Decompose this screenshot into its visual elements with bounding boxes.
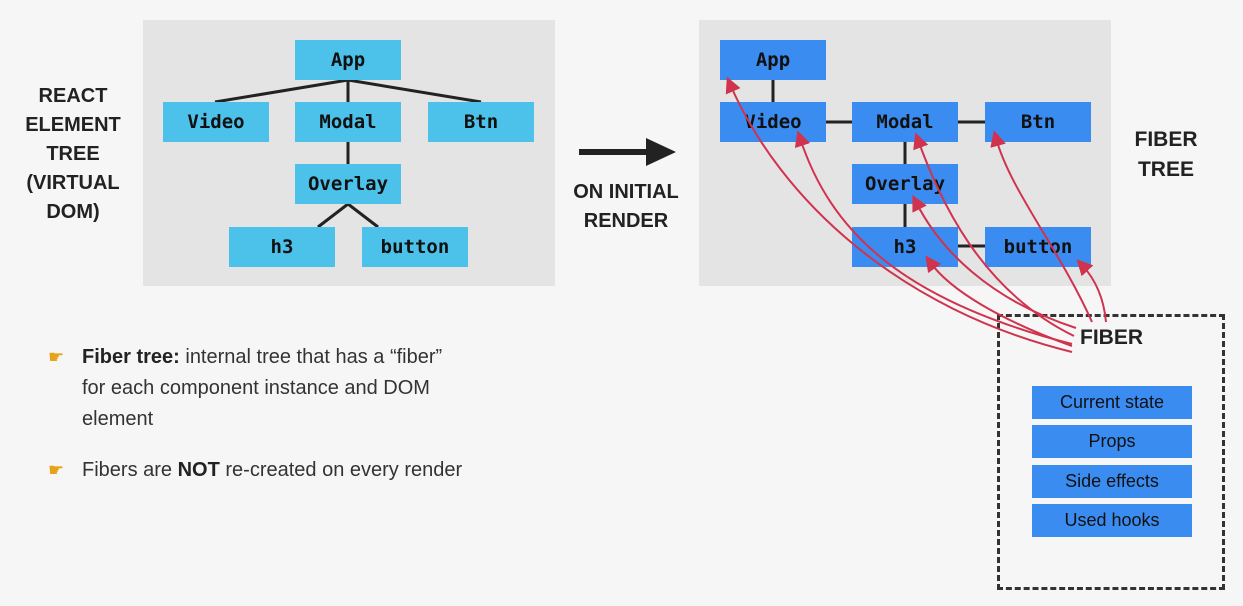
element-node-video: Video	[163, 102, 269, 142]
element-tree-label-line: REACT	[38, 85, 108, 107]
fiber-node-overlay: Overlay	[852, 164, 958, 204]
element-node-app: App	[295, 40, 401, 80]
fiber-prop-props: Props	[1032, 425, 1192, 458]
fiber-node-app: App	[720, 40, 826, 80]
connector-app-video	[214, 78, 349, 104]
connector-overlay-h3	[317, 202, 349, 229]
element-node-button: button	[362, 227, 468, 267]
connector-overlay-button	[347, 202, 379, 229]
initial-render-label-line: ON INITIAL	[573, 181, 679, 203]
fiber-node-modal: Modal	[852, 102, 958, 142]
bullet-text: Fibers are NOT re-created on every rende…	[82, 459, 463, 481]
element-tree-label: REACT ELEMENT TREE (VIRTUAL DOM)	[18, 82, 128, 227]
element-node-modal: Modal	[295, 102, 401, 142]
fiber-detail-box	[997, 314, 1225, 590]
fiber-box-title: FIBER	[1080, 326, 1143, 349]
fiber-prop-current-state: Current state	[1032, 386, 1192, 419]
fiber-tree-label-line: FIBER	[1134, 128, 1198, 151]
bullet-item: ☛ Fiber tree: internal tree that has a “…	[48, 342, 468, 435]
fiber-tree-label-line: TREE	[1137, 158, 1194, 181]
element-tree-label-line: (VIRTUAL	[26, 172, 120, 194]
fiber-node-button: button	[985, 227, 1091, 267]
connector-app-btn	[347, 78, 482, 104]
fiber-prop-side-effects: Side effects	[1032, 465, 1192, 498]
fiber-node-btn: Btn	[985, 102, 1091, 142]
fiber-node-h3: h3	[852, 227, 958, 267]
bullet-list: ☛ Fiber tree: internal tree that has a “…	[48, 342, 468, 506]
initial-render-label-line: RENDER	[583, 210, 669, 232]
bullet-item: ☛ Fibers are NOT re-created on every ren…	[48, 455, 468, 486]
bullet-text: Fiber tree: internal tree that has a “fi…	[82, 346, 443, 430]
initial-render-label: ON INITIAL RENDER	[560, 178, 692, 236]
fiber-prop-used-hooks: Used hooks	[1032, 504, 1192, 537]
element-node-h3: h3	[229, 227, 335, 267]
fiber-node-video: Video	[720, 102, 826, 142]
fiber-tree-label: FIBER TREE	[1120, 125, 1212, 185]
element-node-overlay: Overlay	[295, 164, 401, 204]
pointing-hand-icon: ☛	[48, 347, 65, 367]
element-node-btn: Btn	[428, 102, 534, 142]
pointing-hand-icon: ☛	[48, 460, 65, 480]
element-tree-label-line: ELEMENT	[25, 114, 121, 136]
element-tree-label-line: TREE	[46, 143, 100, 165]
element-tree-label-line: DOM)	[46, 201, 100, 223]
